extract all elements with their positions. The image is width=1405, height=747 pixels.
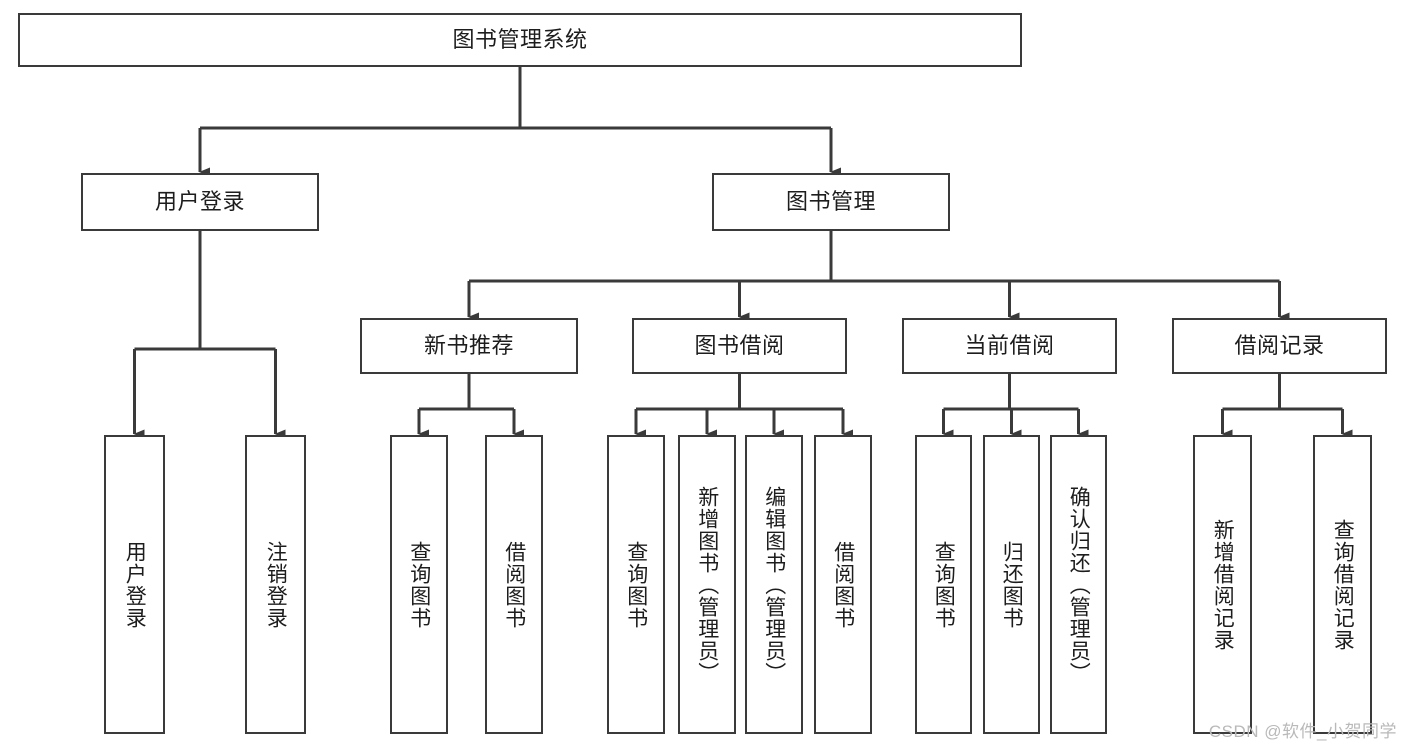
node-label: 图书管理 (785, 188, 876, 214)
node-label: 查询图书 (932, 540, 956, 629)
node-leaf-logout[interactable]: 注销登录 (245, 435, 306, 734)
node-label: 查询图书 (407, 540, 431, 629)
node-root-book-management-system[interactable]: 图书管理系统 (18, 13, 1022, 67)
node-label: 借阅图书 (502, 540, 526, 629)
node-label: 用户登录 (154, 188, 245, 214)
node-leaf-edit-book-admin[interactable]: 编辑图书（管理员） (745, 435, 803, 734)
node-label: 归还图书 (1000, 540, 1024, 629)
node-leaf-borrow-book-2[interactable]: 借阅图书 (814, 435, 872, 734)
node-leaf-confirm-return-admin[interactable]: 确认归还（管理员） (1050, 435, 1107, 734)
node-borrowing-record[interactable]: 借阅记录 (1172, 318, 1387, 374)
node-label: 新增图书（管理员） (695, 485, 719, 684)
node-book-management[interactable]: 图书管理 (712, 173, 950, 231)
node-label: 确认归还（管理员） (1067, 485, 1091, 684)
node-label: 借阅记录 (1234, 332, 1325, 358)
node-leaf-add-borrow-record[interactable]: 新增借阅记录 (1193, 435, 1252, 734)
node-leaf-add-book-admin[interactable]: 新增图书（管理员） (678, 435, 736, 734)
node-label: 借阅图书 (831, 540, 855, 629)
node-label: 用户登录 (123, 540, 147, 629)
node-user-login[interactable]: 用户登录 (81, 173, 319, 231)
node-label: 图书借阅 (694, 332, 785, 358)
node-book-borrowing[interactable]: 图书借阅 (632, 318, 847, 374)
node-current-borrowing[interactable]: 当前借阅 (902, 318, 1117, 374)
node-new-book-recommendation[interactable]: 新书推荐 (360, 318, 578, 374)
node-label: 新书推荐 (423, 332, 514, 358)
node-label: 新增借阅记录 (1211, 518, 1235, 651)
node-leaf-query-book-2[interactable]: 查询图书 (607, 435, 665, 734)
node-label: 图书管理系统 (452, 26, 588, 52)
node-label: 查询图书 (624, 540, 648, 629)
node-leaf-borrow-book-1[interactable]: 借阅图书 (485, 435, 543, 734)
node-leaf-query-book-3[interactable]: 查询图书 (915, 435, 972, 734)
node-label: 当前借阅 (964, 332, 1055, 358)
node-leaf-query-borrow-record[interactable]: 查询借阅记录 (1313, 435, 1372, 734)
node-leaf-user-login[interactable]: 用户登录 (104, 435, 165, 734)
node-label: 查询借阅记录 (1331, 518, 1355, 651)
node-label: 注销登录 (264, 540, 288, 629)
node-leaf-return-book[interactable]: 归还图书 (983, 435, 1040, 734)
node-label: 编辑图书（管理员） (762, 485, 786, 684)
node-leaf-query-book-1[interactable]: 查询图书 (390, 435, 448, 734)
